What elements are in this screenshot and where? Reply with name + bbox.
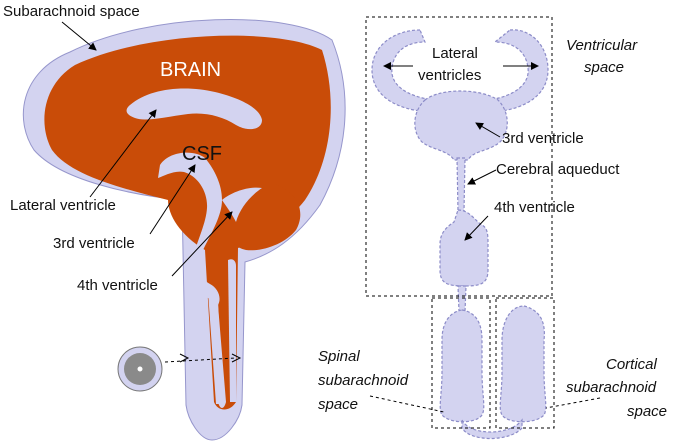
label-cortical-1: Cortical bbox=[606, 356, 658, 373]
label-fourth-ventricle-left: 4th ventricle bbox=[77, 277, 158, 294]
label-lateral-ventricles-1: Lateral bbox=[432, 45, 478, 62]
schematic-bottom-connector bbox=[462, 420, 522, 439]
schematic-fourth-ventricle bbox=[440, 210, 488, 286]
label-spinal-3: space bbox=[318, 396, 358, 413]
label-ventricular-space-2: space bbox=[584, 59, 624, 76]
schematic-cortical-space bbox=[500, 306, 546, 422]
schematic-connector bbox=[458, 286, 466, 312]
label-third-ventricle-left: 3rd ventricle bbox=[53, 235, 135, 252]
label-cerebral-aqueduct: Cerebral aqueduct bbox=[496, 161, 620, 178]
label-subarachnoid-space: Subarachnoid space bbox=[3, 3, 140, 20]
brain-section bbox=[23, 19, 345, 440]
label-cortical-3: space bbox=[627, 403, 667, 420]
label-brain: BRAIN bbox=[160, 59, 221, 81]
label-ventricular-space-1: Ventricular bbox=[566, 37, 638, 54]
label-csf: CSF bbox=[182, 143, 222, 165]
arrow-subarachnoid bbox=[62, 22, 96, 50]
label-fourth-ventricle-right: 4th ventricle bbox=[494, 199, 575, 216]
label-spinal-1: Spinal bbox=[318, 348, 360, 365]
schematic-spinal-space bbox=[440, 310, 484, 422]
label-lateral-ventricles-2: ventricles bbox=[418, 67, 481, 84]
label-spinal-2: subarachnoid bbox=[318, 372, 409, 389]
label-third-ventricle-right: 3rd ventricle bbox=[502, 130, 584, 147]
arrow-cerebral-aqueduct bbox=[468, 170, 496, 184]
leader-spinal bbox=[370, 396, 444, 412]
schematic-aqueduct bbox=[457, 158, 465, 212]
label-lateral-ventricle: Lateral ventricle bbox=[10, 197, 116, 214]
schematic-third-ventricle bbox=[415, 91, 507, 160]
label-cortical-2: subarachnoid bbox=[566, 379, 657, 396]
